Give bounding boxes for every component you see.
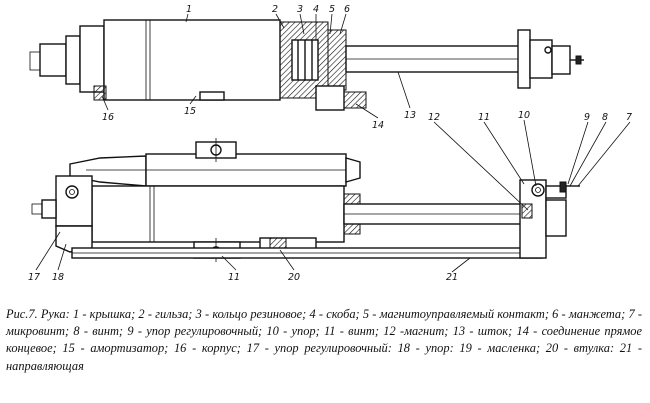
label-13: 13 (404, 110, 416, 121)
label-1: 1 (186, 4, 192, 15)
label-5: 5 (329, 4, 335, 15)
top-view (29, 19, 584, 111)
label-9: 9 (584, 112, 590, 123)
label-3: 3 (297, 4, 303, 15)
label-20: 20 (288, 272, 300, 283)
part-labels: 1 2 3 4 5 6 13 14 15 16 12 11 10 9 8 7 1… (28, 4, 632, 283)
label-10: 10 (518, 110, 530, 121)
figure-caption: Рис.7. Рука: 1 - крышка; 2 - гильза; 3 -… (6, 307, 642, 373)
leader-lines (35, 13, 631, 273)
technical-drawing: 1 2 3 4 5 6 13 14 15 16 12 11 10 9 8 7 1… (28, 4, 632, 283)
label-7: 7 (626, 112, 632, 123)
label-15: 15 (184, 106, 196, 117)
label-6: 6 (344, 4, 350, 15)
label-11-bottom: 11 (228, 272, 240, 283)
label-21: 21 (446, 272, 458, 283)
label-17: 17 (28, 272, 40, 283)
label-2: 2 (272, 4, 278, 15)
label-12: 12 (428, 112, 440, 123)
label-11-top: 11 (478, 112, 490, 123)
label-16: 16 (102, 112, 114, 123)
label-18: 18 (52, 272, 64, 283)
bottom-view (31, 138, 580, 262)
label-8: 8 (602, 112, 608, 123)
label-14: 14 (372, 120, 384, 131)
label-4: 4 (313, 4, 319, 15)
